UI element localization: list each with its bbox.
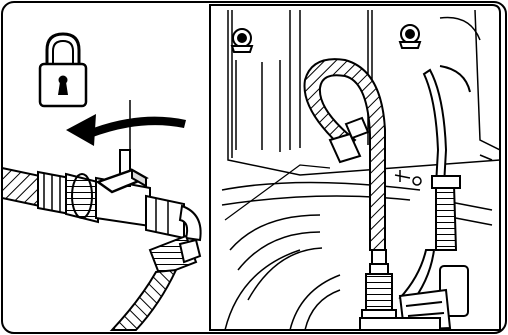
- zoom-panel: [210, 5, 500, 330]
